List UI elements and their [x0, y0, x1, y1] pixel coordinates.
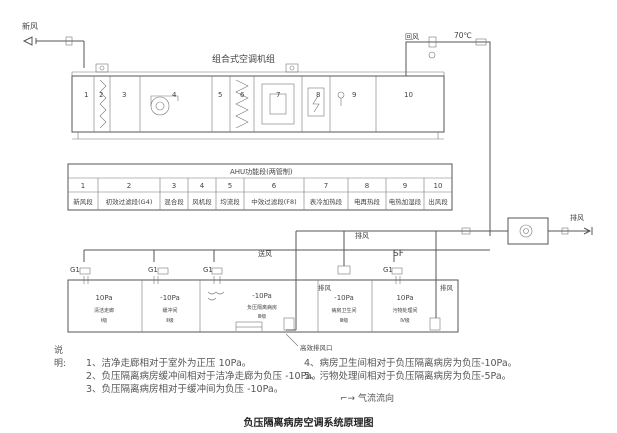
room-grade: Ⅰ级: [101, 317, 107, 324]
note-item: 5、污物处理间相对于负压隔离病房为负压-5Pa。: [304, 371, 512, 382]
table-cell: 表冷加热段: [310, 197, 343, 206]
damper-icon: [65, 36, 73, 46]
table-number: 4: [200, 182, 205, 190]
room-name: 缓冲间: [162, 307, 177, 314]
heater-icon: [307, 87, 325, 117]
table-cell: 电再热段: [354, 197, 381, 206]
room-name: 负压隔离病房: [247, 304, 277, 311]
table-cell: 均流段: [220, 197, 240, 206]
table-number: 2: [127, 182, 131, 190]
section-number: 9: [352, 91, 356, 99]
coil-icon: [261, 83, 295, 125]
fresh-air-inlet: 新风: [22, 21, 85, 68]
table-cell: 初效过滤段(G4): [106, 197, 153, 206]
exhaust-label-room: 排风: [440, 283, 454, 292]
airflow-arrow-icon: ⌐→: [340, 394, 356, 404]
air-handling-unit: 1 2 3 4 5 6 7 8 9 10: [71, 63, 445, 140]
table-cell: 混合段: [164, 197, 184, 206]
bed-icon: [235, 321, 263, 328]
hepa-exhaust-label: 高效排风口: [300, 343, 333, 352]
rooms: 10Pa 清洁走廊 Ⅰ级 -10Pa 缓冲间 Ⅱ级 -10Pa 负压隔离病房 Ⅲ…: [67, 265, 459, 333]
section-number: 1: [84, 91, 88, 99]
table-cell: 电热加湿段: [389, 197, 422, 206]
room-name: 清洁走廊: [94, 307, 114, 314]
room-name: 污物处理间: [392, 307, 417, 314]
table-header: AHU功能段(两管制): [230, 167, 293, 176]
room-pressure: 10Pa: [95, 294, 112, 302]
table-number: 7: [324, 182, 328, 190]
exhaust-label-room: 排风: [318, 283, 332, 292]
room-exhaust-risers: 排风 排风 高效排风口: [285, 231, 454, 352]
ahu-function-table: AHU功能段(两管制) 1 2 3 4 5 6 7 8 9 10 新风段 初效过…: [67, 163, 453, 211]
table-cell: 中效过滤段(F8): [251, 197, 296, 206]
room-name: 病房卫生间: [331, 307, 356, 314]
fan-icon: [519, 224, 533, 238]
notes-header: 说明:: [54, 346, 67, 369]
section-number: 3: [122, 91, 126, 99]
supply-outlets: G1 G1 G1 G1: [70, 266, 403, 284]
section-number: 5: [218, 91, 222, 99]
diagram-title: 负压隔离病房空调系统原理图: [243, 418, 374, 429]
sf-label: SF: [393, 249, 404, 259]
section-number: 4: [172, 91, 177, 99]
room-grade: Ⅱ级: [166, 317, 173, 324]
legend: ⌐→ 气流流向: [340, 391, 394, 404]
note-item: 3、负压隔离病房相对于缓冲间为负压 -10Pa。: [86, 384, 284, 395]
table-cell: 出风段: [428, 197, 448, 206]
return-label-top: 回风: [405, 33, 419, 41]
note-item: 4、病房卫生间相对于负压隔离病房为负压-10Pa。: [304, 358, 518, 369]
table-number: 10: [434, 182, 443, 190]
exhaust-label: 排风: [355, 231, 369, 240]
table-number: 5: [228, 182, 232, 190]
room-pressure: -10Pa: [252, 292, 272, 300]
outlet-label: G1: [203, 266, 213, 274]
table-number: 1: [81, 182, 85, 190]
room-pressure: -10Pa: [160, 294, 180, 302]
section-number: 6: [240, 91, 245, 99]
table-cell: 风机段: [192, 197, 212, 206]
table-number: 9: [403, 182, 407, 190]
fan-icon: [150, 96, 170, 116]
room-grade: Ⅲ级: [258, 313, 266, 320]
section-number: 8: [316, 91, 320, 99]
exhaust-duct: 排风: [295, 227, 508, 330]
return-duct-top: 回风 70℃: [405, 31, 491, 236]
outlet-label: G1: [70, 266, 80, 274]
outlet-label: G1: [148, 266, 158, 274]
table-cell: 新风段: [73, 197, 93, 206]
table-number: 6: [272, 182, 277, 190]
table-number: 3: [172, 182, 176, 190]
supply-duct: 送风 SF: [83, 249, 490, 262]
ahu-title: 组合式空调机组: [212, 53, 275, 65]
room-grade: Ⅲ级: [340, 317, 348, 324]
arrow-right-icon: [22, 36, 33, 46]
room-pressure: 10Pa: [396, 294, 413, 302]
exhaust-label-right: 排风: [570, 213, 584, 222]
section-number: 7: [276, 91, 280, 99]
note-item: 1、洁净走廊相对于室外为正压 10Pa。: [86, 358, 252, 369]
exhaust-fan-unit: 排风: [507, 213, 593, 245]
section-number: 10: [404, 91, 413, 99]
room-pressure: -10Pa: [334, 294, 354, 302]
legend-label: 气流流向: [357, 394, 394, 404]
damper-icon: [428, 36, 437, 48]
section-number: 2: [99, 91, 103, 99]
table-number: 8: [365, 182, 369, 190]
fresh-air-label: 新风: [22, 21, 38, 31]
supply-label: 送风: [258, 249, 272, 258]
temperature-label: 70℃: [454, 31, 472, 40]
note-item: 2、负压隔离病房缓冲间相对于洁净走廊为负压 -10Pa。: [86, 371, 322, 382]
outlet-label: G1: [383, 266, 393, 274]
room-grade: Ⅳ级: [400, 317, 410, 324]
